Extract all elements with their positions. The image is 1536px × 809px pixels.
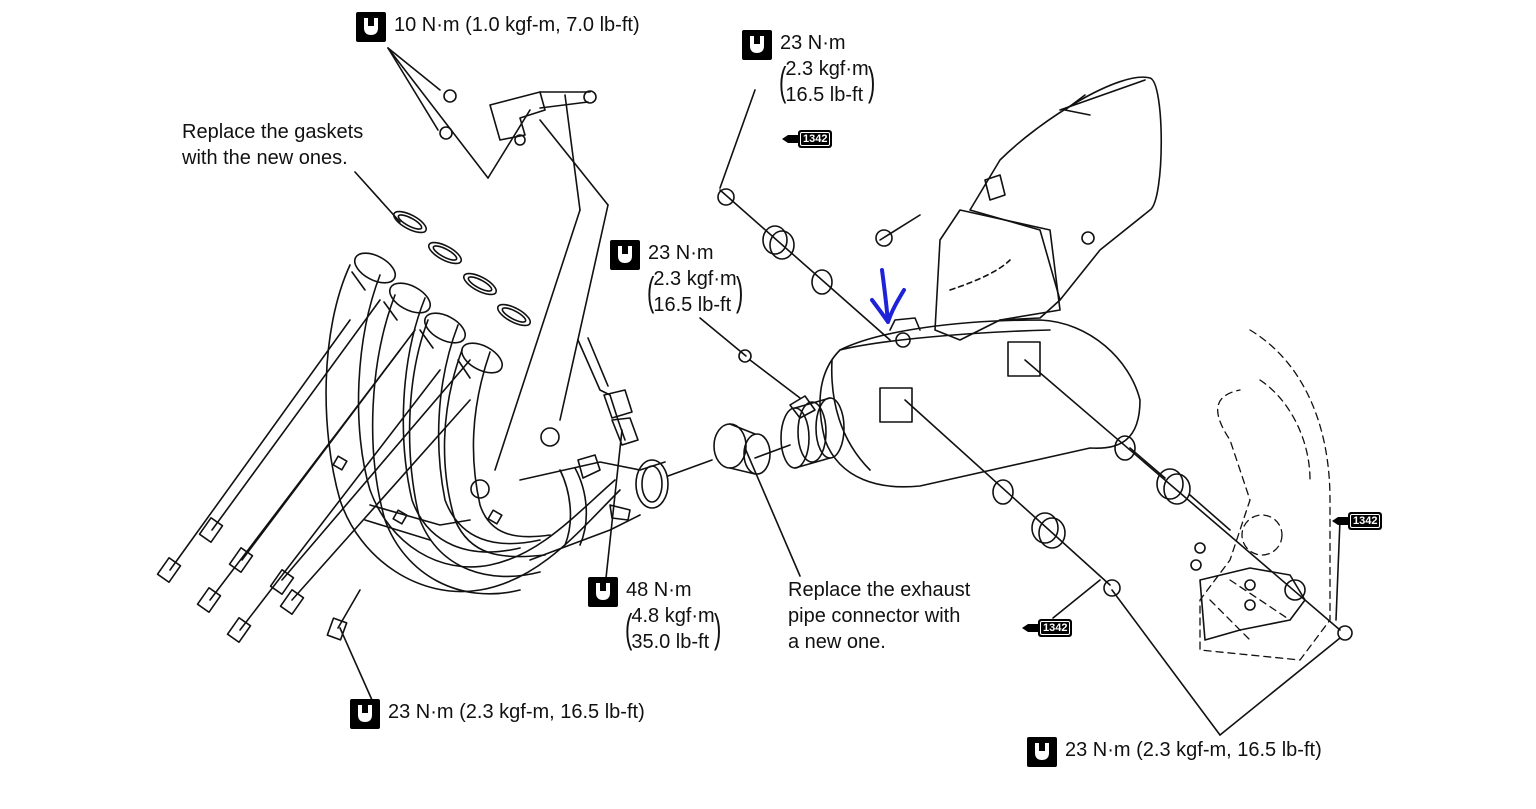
torque-label-top-bracket: 10 N·m (1.0 kgf-m, 7.0 lb-ft) (356, 12, 640, 42)
exhaust-clamp (738, 349, 845, 469)
leader-lines (339, 47, 1341, 736)
torque-value: 23 N·m (2.3 kgf-m, 16.5 lb-ft) (1065, 739, 1322, 761)
torque-lbft: 35.0 lb-ft (631, 631, 710, 653)
torque-label-o2-sensor: 48 N·m ( 4.8 kgf·m 35.0 lb-ft ) (588, 577, 722, 655)
torque-label-clamp: 23 N·m ( 2.3 kgf·m 16.5 lb-ft ) (610, 240, 744, 318)
torque-value: 23 N·m (2.3 kgf-m, 16.5 lb-ft) (388, 701, 645, 723)
torque-nm: 48 N·m (626, 579, 692, 601)
frame-outline (1199, 329, 1331, 661)
torque-kgf: 2.3 kgf·m (785, 58, 869, 80)
torque-wrench-icon (350, 699, 380, 729)
torque-wrench-icon (610, 240, 640, 270)
thread-lock-tag-bottom: 1342 (1020, 619, 1073, 637)
torque-wrench-icon (588, 577, 618, 607)
exhaust-pipe-connector (713, 423, 771, 475)
header-bolts (156, 299, 471, 644)
open-paren: ( (646, 270, 655, 314)
torque-kgf: 2.3 kgf·m (653, 268, 737, 290)
torque-label-header-bolts: 23 N·m (2.3 kgf-m, 16.5 lb-ft) (350, 699, 645, 729)
footpeg-bracket (1190, 542, 1306, 641)
annotation-arrow-icon (870, 268, 906, 324)
muffler (819, 76, 1162, 488)
torque-nm: 23 N·m (648, 242, 714, 264)
torque-kgf: 4.8 kgf·m (631, 605, 715, 627)
open-paren: ( (778, 60, 787, 104)
torque-label-muffler-mount: 23 N·m (2.3 kgf-m, 16.5 lb-ft) (1027, 737, 1322, 767)
thread-lock-tube-icon (782, 135, 798, 143)
gaskets (392, 210, 532, 327)
torque-wrench-icon (356, 12, 386, 42)
torque-lbft: 16.5 lb-ft (785, 84, 864, 106)
thread-lock-code: 1342 (803, 133, 828, 145)
top-bracket (439, 89, 597, 146)
torque-value: 10 N·m (1.0 kgf-m, 7.0 lb-ft) (394, 14, 640, 36)
close-paren: ) (735, 270, 744, 314)
torque-wrench-icon (742, 30, 772, 60)
thread-lock-code: 1342 (1353, 515, 1378, 527)
rubber-mounts (717, 188, 1353, 641)
close-paren: ) (713, 607, 722, 651)
torque-nm: 23 N·m (780, 32, 846, 54)
thread-lock-code: 1342 (1043, 622, 1068, 634)
thread-lock-tag-top: 1342 (780, 130, 833, 148)
oxygen-sensor (577, 337, 639, 446)
note-replace-connector: Replace the exhaust pipe connector with … (788, 579, 971, 653)
torque-lbft: 16.5 lb-ft (653, 294, 732, 316)
thread-lock-tag-right: 1342 (1330, 512, 1383, 530)
torque-wrench-icon (1027, 737, 1057, 767)
thread-lock-tube-icon (1332, 517, 1348, 525)
thread-lock-tube-icon (1022, 624, 1038, 632)
close-paren: ) (867, 60, 876, 104)
torque-label-muffler-top: 23 N·m ( 2.3 kgf·m 16.5 lb-ft ) (742, 30, 876, 108)
open-paren: ( (624, 607, 633, 651)
note-replace-gaskets: Replace the gaskets with the new ones. (182, 121, 364, 169)
